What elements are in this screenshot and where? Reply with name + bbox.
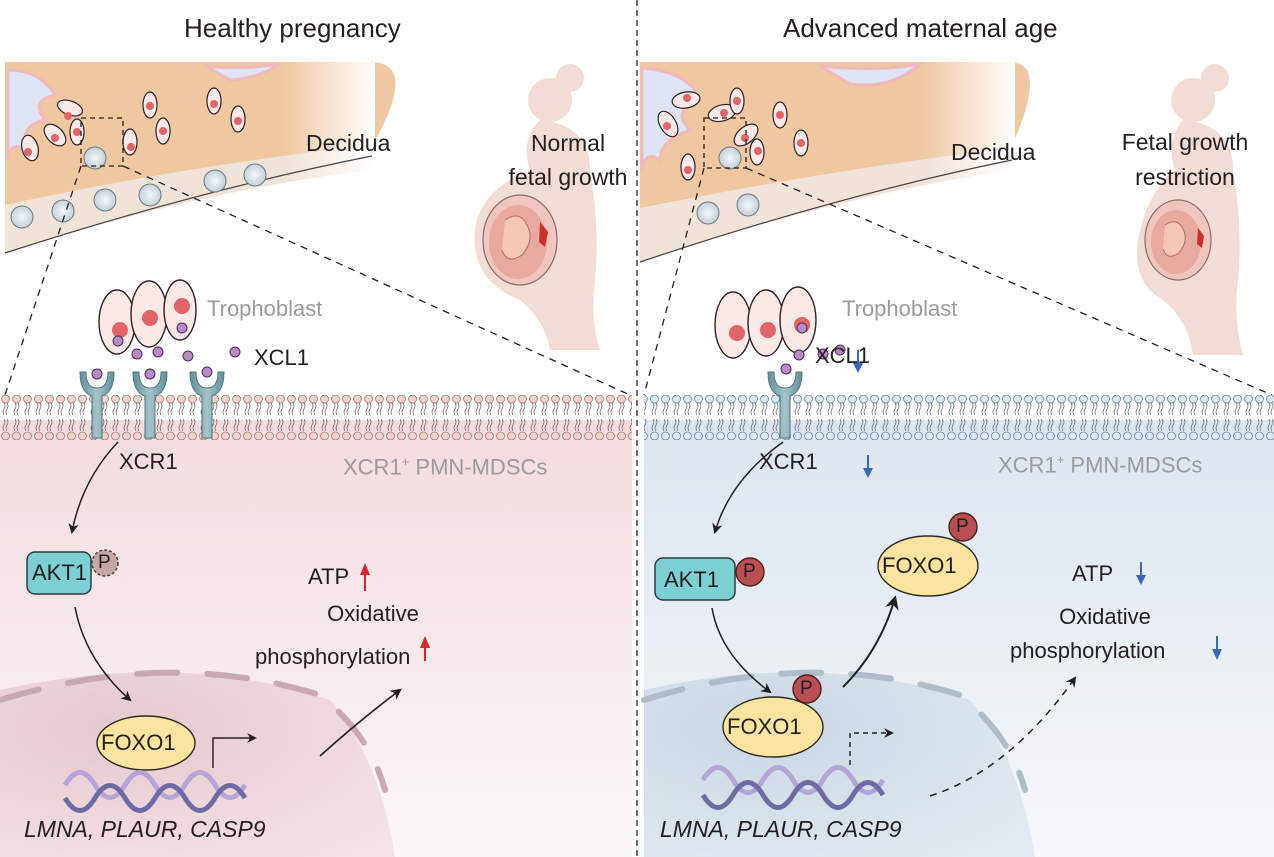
akt1-box bbox=[654, 557, 736, 601]
trophoblast-label: Trophoblast bbox=[207, 296, 323, 321]
arrow-to-oxphos bbox=[319, 688, 402, 757]
akt1-box bbox=[26, 551, 92, 595]
dna-helix bbox=[62, 770, 248, 813]
foxo1-nuclear-phospho-label: P bbox=[800, 678, 813, 699]
foxo1-nuclear bbox=[96, 715, 196, 771]
ama-membrane bbox=[644, 395, 1274, 440]
xcr1-label: XCR1 bbox=[119, 449, 178, 474]
arrow-foxo1-nuclear-export bbox=[842, 595, 899, 688]
xcr1-label: XCR1 bbox=[759, 449, 818, 474]
foxo1-cytoplasmic-label: FOXO1 bbox=[882, 553, 957, 578]
decidua-label: Decidua bbox=[306, 130, 391, 156]
fetus-illustration bbox=[482, 194, 558, 286]
oxphos-label-line2: phosphorylation bbox=[255, 644, 411, 669]
ama-panel-art bbox=[639, 61, 1273, 396]
cell-type-label: XCR1+ PMN-MDSCs bbox=[343, 455, 547, 478]
foxo1-cytoplasmic bbox=[877, 535, 979, 597]
xcl1-label: XCL1 bbox=[815, 343, 871, 368]
trophoblast-label: Trophoblast bbox=[842, 296, 958, 321]
cell-type-label: XCR1+ PMN-MDSCs bbox=[998, 453, 1202, 476]
decidua-label: Decidua bbox=[951, 139, 1036, 165]
akt1-phospho-label: P bbox=[98, 552, 111, 573]
arrow-xcr1-to-akt1 bbox=[68, 441, 119, 535]
gland bbox=[204, 62, 281, 82]
foxo1-nuclear-phospho bbox=[792, 674, 822, 704]
gland bbox=[6, 68, 58, 161]
transcription-arrow-inhibited bbox=[849, 728, 894, 765]
arrow-akt1-to-foxo1 bbox=[74, 606, 132, 702]
cell-type-name: XCR1 bbox=[998, 452, 1057, 478]
decidua-boundary bbox=[4, 155, 373, 254]
akt1-phospho bbox=[735, 557, 765, 587]
atp-label: ATP bbox=[1072, 561, 1114, 586]
oxphos-label-line2: phosphorylation bbox=[1010, 638, 1166, 663]
xcl1-molecules bbox=[91, 322, 241, 380]
cell-type-superscript: + bbox=[1056, 452, 1065, 467]
cell-type-name: XCR1 bbox=[343, 454, 402, 480]
xcl1-label: XCL1 bbox=[254, 345, 310, 370]
healthy-nuclear-envelope bbox=[0, 669, 388, 793]
healthy-panel-art bbox=[4, 62, 631, 396]
healthy-panel-title: Healthy pregnancy bbox=[184, 13, 401, 43]
foxo1-cytoplasmic-phospho bbox=[948, 512, 978, 542]
foxo1-cytoplasmic-phospho-label: P bbox=[956, 516, 969, 537]
akt1-phospho-faint bbox=[91, 549, 119, 577]
outcome-label-line1: Fetal growth bbox=[1121, 129, 1249, 155]
oxphos-up-arrow bbox=[420, 636, 430, 648]
ama-panel-title: Advanced maternal age bbox=[783, 13, 1058, 43]
atp-label: ATP bbox=[308, 564, 350, 589]
akt1-label: AKT1 bbox=[32, 560, 88, 585]
akt1-phospho-label: P bbox=[743, 561, 756, 582]
healthy-membrane bbox=[0, 395, 632, 440]
cell-type-suffix: PMN-MDSCs bbox=[1064, 452, 1203, 478]
outcome-label-line2: restriction bbox=[1135, 164, 1235, 190]
ama-nuclear-envelope bbox=[641, 669, 1028, 793]
transcription-arrow-active bbox=[212, 733, 257, 768]
outcome-label-line1: Normal bbox=[530, 130, 606, 156]
outcome-label-line2: fetal growth bbox=[508, 164, 628, 190]
healthy-nucleus bbox=[0, 672, 395, 857]
xcr1-receptors bbox=[79, 371, 225, 439]
target-genes-label: LMNA, PLAUR, CASP9 bbox=[660, 816, 902, 842]
oxphos-label-line1: Oxidative bbox=[327, 601, 419, 626]
ama-signaling bbox=[654, 286, 1222, 810]
foxo1-nuclear bbox=[722, 696, 824, 758]
cell-type-suffix: PMN-MDSCs bbox=[409, 454, 548, 480]
foxo1-nuclear-label: FOXO1 bbox=[727, 714, 802, 739]
foxo1-nuclear-label: FOXO1 bbox=[101, 730, 176, 755]
oxphos-label-line1: Oxidative bbox=[1059, 604, 1151, 629]
healthy-signaling bbox=[26, 279, 430, 813]
akt1-label: AKT1 bbox=[664, 567, 720, 592]
cell-type-superscript: + bbox=[401, 454, 410, 469]
target-genes-label: LMNA, PLAUR, CASP9 bbox=[24, 816, 266, 842]
zoom-box bbox=[80, 117, 124, 167]
